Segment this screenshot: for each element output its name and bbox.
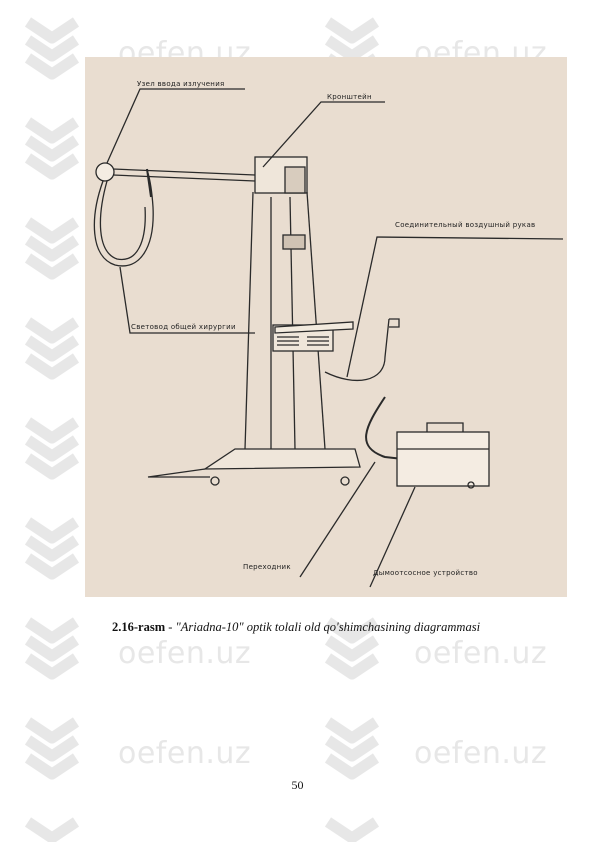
leader-radiation bbox=[106, 88, 245, 164]
figure-number: 2.16-rasm bbox=[112, 620, 166, 634]
watermark-text: oefen.uz bbox=[118, 636, 252, 671]
gauge-circle bbox=[95, 162, 115, 182]
caption-separator: - bbox=[165, 620, 176, 634]
page-number: 50 bbox=[291, 778, 304, 792]
apparatus-diagram bbox=[93, 88, 564, 588]
leader-light-guide bbox=[119, 266, 255, 334]
label-light-guide: Световод общей хирургии bbox=[131, 323, 236, 331]
label-radiation-input: Узел ввода излучения bbox=[137, 80, 225, 88]
leader-air bbox=[346, 236, 564, 378]
label-air-sleeve: Соединительный воздушный рукав bbox=[395, 221, 536, 229]
label-smoke-device: Дымоотсосное устройство bbox=[373, 569, 478, 577]
label-adapter: Переходник bbox=[243, 563, 291, 571]
figure-scan: Узел ввода излучения Кронштейн Соедините… bbox=[85, 57, 567, 597]
watermark-text: oefen.uz bbox=[414, 636, 548, 671]
smoke-device-box bbox=[396, 431, 490, 487]
base-platform bbox=[202, 448, 361, 470]
leader-adapter bbox=[299, 461, 376, 578]
leader-bracket bbox=[262, 101, 385, 168]
light-guide-loop bbox=[93, 168, 154, 267]
watermark-text: oefen.uz bbox=[414, 736, 548, 771]
label-bracket: Кронштейн bbox=[327, 93, 372, 101]
column-left bbox=[244, 191, 254, 450]
column-right bbox=[306, 191, 326, 450]
watermark-text: oefen.uz bbox=[118, 736, 252, 771]
air-sleeve bbox=[324, 318, 390, 382]
leader-smoke bbox=[369, 486, 416, 588]
figure-caption: 2.16-rasm - "Ariadna-10" optik tolali ol… bbox=[112, 620, 480, 635]
caption-title: "Ariadna-10" optik tolali old qo'shimcha… bbox=[175, 620, 481, 634]
pedal bbox=[147, 468, 210, 478]
